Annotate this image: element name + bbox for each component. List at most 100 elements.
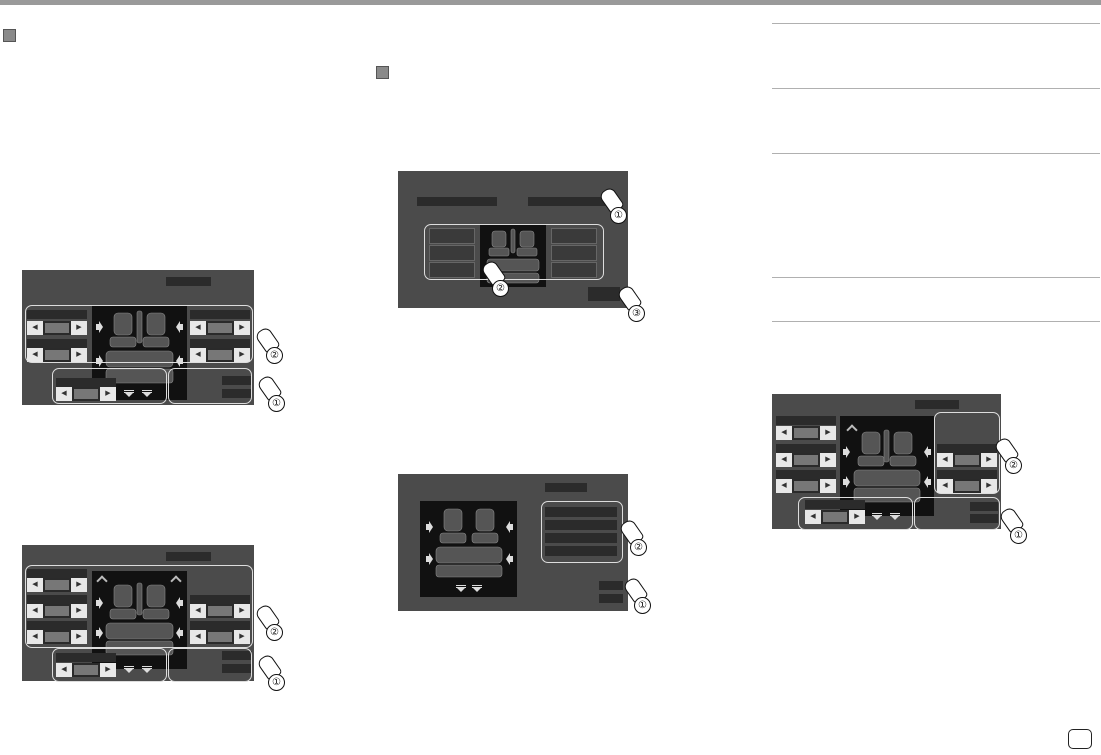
arrow-left-icon[interactable]: ◀	[27, 630, 43, 644]
top-tab[interactable]	[166, 552, 211, 561]
arrow-left-icon[interactable]: ◀	[27, 604, 43, 618]
position-button[interactable]	[429, 245, 475, 261]
level-stepper[interactable]: ◀▶	[190, 348, 250, 362]
callout-number: ②	[1005, 457, 1022, 474]
arrow-right-icon[interactable]: ▶	[820, 453, 836, 467]
level-label	[190, 595, 250, 604]
speaker-icon	[176, 355, 183, 367]
arrow-left-icon[interactable]: ◀	[937, 479, 953, 493]
level-stepper[interactable]: ◀▶	[27, 578, 87, 592]
level-stepper[interactable]: ◀▶	[27, 321, 87, 335]
arrow-right-icon[interactable]: ▶	[234, 604, 250, 618]
list-button[interactable]	[545, 546, 617, 556]
list-button[interactable]	[545, 520, 617, 530]
arrow-left-icon[interactable]: ◀	[805, 510, 821, 524]
subwoofer-stepper[interactable]: ◀▶	[805, 510, 865, 524]
level-stepper[interactable]: ◀▶	[27, 630, 87, 644]
speaker-icon	[506, 521, 513, 533]
seat-panel	[420, 501, 517, 597]
arrow-left-icon[interactable]: ◀	[776, 426, 792, 440]
arrow-left-icon[interactable]: ◀	[190, 604, 206, 618]
side-button[interactable]	[970, 514, 998, 523]
subwoofer-stepper[interactable]: ◀▶	[56, 387, 116, 401]
section-marker-icon	[3, 29, 16, 42]
tab-button[interactable]	[417, 197, 497, 206]
top-tab[interactable]	[545, 483, 587, 492]
highlight-frame	[914, 497, 1000, 530]
position-button[interactable]	[551, 245, 597, 261]
arrow-right-icon[interactable]: ▶	[71, 348, 87, 362]
side-button[interactable]	[588, 287, 620, 301]
arrow-left-icon[interactable]: ◀	[56, 663, 72, 677]
arrow-right-icon[interactable]: ▶	[234, 321, 250, 335]
subwoofer-icon	[472, 585, 482, 592]
list-button[interactable]	[545, 533, 617, 543]
tap-hand-icon: ①	[256, 662, 296, 700]
level-label	[190, 621, 250, 630]
arrow-right-icon[interactable]: ▶	[820, 426, 836, 440]
arrow-left-icon[interactable]: ◀	[56, 387, 72, 401]
level-stepper[interactable]: ◀▶	[776, 426, 836, 440]
level-stepper[interactable]: ◀▶	[190, 321, 250, 335]
side-button[interactable]	[599, 581, 623, 590]
divider-rule	[772, 153, 1100, 154]
level-stepper[interactable]: ◀▶	[776, 453, 836, 467]
arrow-left-icon[interactable]: ◀	[937, 453, 953, 467]
callout-number: ①	[610, 207, 627, 224]
arrow-right-icon[interactable]: ▶	[100, 387, 116, 401]
side-button[interactable]	[222, 376, 252, 385]
arrow-left-icon[interactable]: ◀	[776, 453, 792, 467]
side-button[interactable]	[222, 389, 252, 398]
speaker-icon	[426, 521, 433, 533]
callout-number: ①	[1010, 527, 1027, 544]
subwoofer-icon	[124, 666, 134, 673]
arrow-right-icon[interactable]: ▶	[71, 604, 87, 618]
arrow-left-icon[interactable]: ◀	[776, 479, 792, 493]
arrow-right-icon[interactable]: ▶	[234, 630, 250, 644]
level-label	[27, 621, 87, 630]
level-stepper[interactable]: ◀▶	[27, 604, 87, 618]
arrow-right-icon[interactable]: ▶	[71, 578, 87, 592]
speaker-icon	[924, 446, 931, 458]
divider-rule	[772, 321, 1100, 322]
position-button[interactable]	[429, 262, 475, 278]
position-button[interactable]	[429, 228, 475, 244]
position-button[interactable]	[551, 228, 597, 244]
subwoofer-stepper[interactable]: ◀▶	[56, 663, 116, 677]
subwoofer-icon	[872, 513, 882, 520]
level-label	[190, 310, 250, 319]
top-tab[interactable]	[915, 400, 959, 409]
tap-hand-icon: ①	[622, 585, 662, 623]
arrow-right-icon[interactable]: ▶	[849, 510, 865, 524]
speaker-icon	[176, 597, 183, 609]
arrow-right-icon[interactable]: ▶	[71, 321, 87, 335]
arrow-left-icon[interactable]: ◀	[27, 578, 43, 592]
tab-button[interactable]	[528, 197, 608, 206]
tap-hand-icon: ①	[256, 383, 296, 421]
arrow-right-icon[interactable]: ▶	[100, 663, 116, 677]
seat-icon	[105, 582, 174, 656]
level-label	[27, 595, 87, 604]
level-stepper[interactable]: ◀▶	[190, 630, 250, 644]
level-stepper[interactable]: ◀▶	[776, 479, 836, 493]
speaker-icon	[96, 355, 103, 367]
position-button[interactable]	[551, 262, 597, 278]
subwoofer-icon	[142, 666, 152, 673]
highlight-frame	[52, 368, 167, 404]
arrow-left-icon[interactable]: ◀	[190, 321, 206, 335]
arrow-left-icon[interactable]: ◀	[27, 321, 43, 335]
arrow-left-icon[interactable]: ◀	[190, 348, 206, 362]
side-button[interactable]	[599, 594, 623, 603]
list-button[interactable]	[545, 507, 617, 517]
subwoofer-icon	[142, 390, 152, 397]
top-tab[interactable]	[166, 277, 211, 286]
level-stepper[interactable]: ◀▶	[190, 604, 250, 618]
arrow-left-icon[interactable]: ◀	[190, 630, 206, 644]
arrow-right-icon[interactable]: ▶	[820, 479, 836, 493]
arrow-right-icon[interactable]: ▶	[71, 630, 87, 644]
side-button[interactable]	[222, 664, 252, 673]
side-button[interactable]	[970, 502, 998, 511]
side-button[interactable]	[222, 651, 252, 660]
level-stepper[interactable]: ◀▶	[937, 479, 997, 493]
speaker-icon	[506, 553, 513, 565]
